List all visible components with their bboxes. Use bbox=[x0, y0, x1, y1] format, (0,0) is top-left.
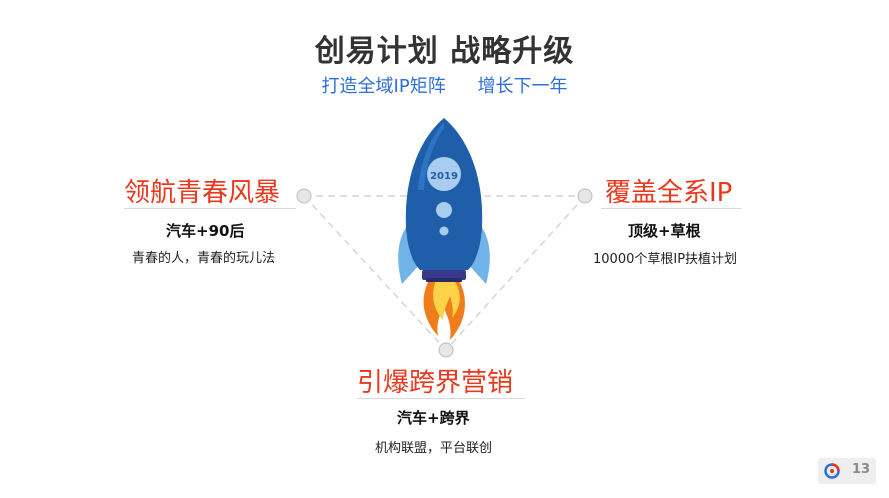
rocket-icon bbox=[398, 118, 490, 340]
right-heading: 覆盖全系IP bbox=[605, 178, 733, 208]
vertex-left-dot bbox=[296, 188, 312, 204]
rocket-year-label: 2019 bbox=[430, 171, 458, 182]
vertex-bottom-dot bbox=[438, 342, 454, 358]
left-bold-label: 汽车+90后 bbox=[166, 222, 245, 240]
page-number: 13 bbox=[852, 462, 871, 477]
bottom-description: 机构联盟，平台联创 bbox=[375, 441, 493, 456]
left-heading: 领航青春风暴 bbox=[124, 178, 281, 208]
left-heading-underline bbox=[124, 208, 296, 209]
brand-logo-icon bbox=[824, 463, 840, 479]
left-description: 青春的人，青春的玩儿法 bbox=[132, 251, 276, 266]
subtitle-left: 打造全域IP矩阵 bbox=[321, 76, 446, 97]
triangle-edge-left bbox=[303, 195, 447, 351]
triangle-edge-right bbox=[445, 195, 586, 351]
slide-title: 创易计划 战略升级 bbox=[314, 34, 575, 69]
bottom-heading: 引爆跨界营销 bbox=[357, 368, 514, 398]
vertex-right-dot bbox=[577, 188, 593, 204]
right-description: 10000个草根IP扶植计划 bbox=[593, 252, 738, 267]
dashed-triangle bbox=[303, 195, 586, 351]
page-number-badge: 13 bbox=[818, 458, 876, 484]
slide-subtitle: 打造全域IP矩阵 增长下一年 bbox=[0, 72, 889, 98]
bottom-bold-label: 汽车+跨界 bbox=[397, 409, 470, 427]
bottom-heading-underline bbox=[357, 398, 525, 399]
right-heading-underline bbox=[601, 208, 741, 209]
right-bold-label: 顶级+草根 bbox=[628, 222, 701, 240]
subtitle-right: 增长下一年 bbox=[477, 76, 568, 97]
